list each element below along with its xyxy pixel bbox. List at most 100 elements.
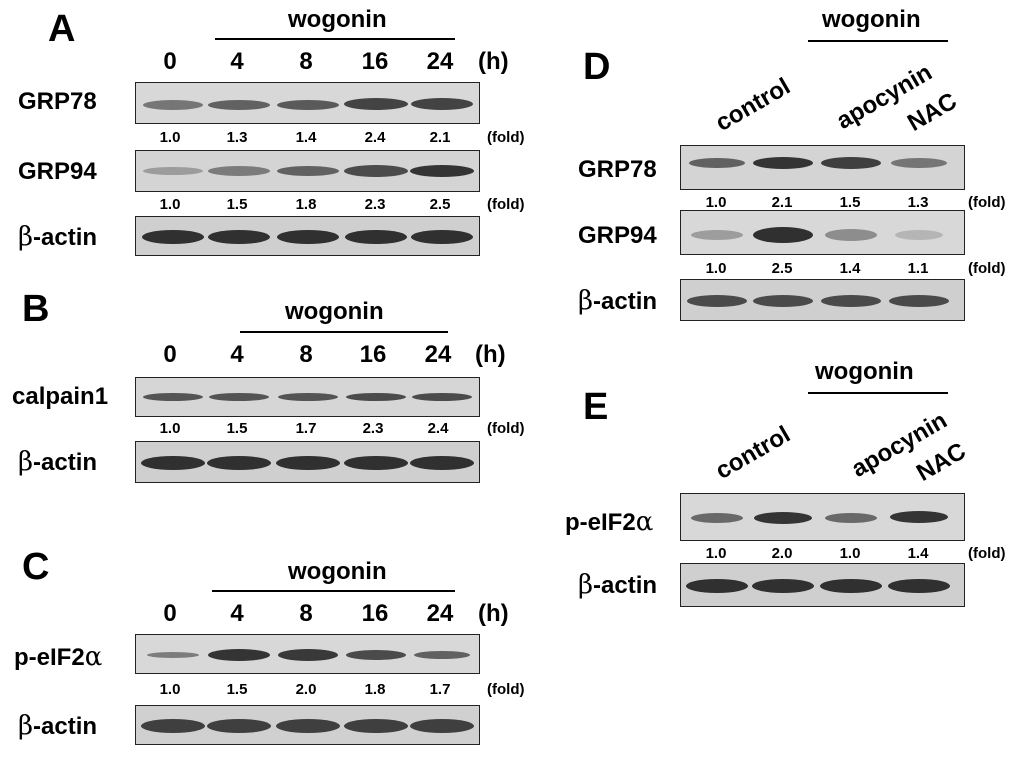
panel-d-condition-control: control (711, 72, 795, 137)
panel-e-peif2a-fold-nac: 1.4 (907, 545, 929, 562)
panel-b-row-label-actin: β-actin (18, 449, 97, 475)
panel-d-blot-grp94 (680, 210, 965, 255)
panel-d-blot-grp78 (680, 145, 965, 190)
panel-b-lane-4: 4 (230, 341, 244, 368)
actin-suffix: -actin (33, 449, 98, 476)
panel-b-calpain1-fold-0: 1.0 (159, 420, 181, 437)
panel-d-grp94-fold-nac: 1.1 (907, 260, 929, 277)
panel-b-calpain1-fold-24: 2.4 (427, 420, 449, 437)
panel-e-row-label-actin: β-actin (578, 572, 657, 598)
panel-e-treatment-bar (808, 392, 948, 394)
panel-letter-b: B (22, 288, 50, 330)
peif2-prefix: p-eIF2 (565, 509, 636, 536)
panel-b-lane-24: 24 (424, 341, 452, 368)
panel-a-grp94-fold-unit: (fold) (487, 196, 525, 213)
panel-c-lane-24: 24 (426, 600, 454, 627)
panel-b-calpain1-fold-unit: (fold) (487, 420, 525, 437)
panel-b-lane-8: 8 (299, 341, 313, 368)
panel-b-blot-actin (135, 441, 480, 483)
panel-a-grp94-fold-24: 2.5 (429, 196, 451, 213)
panel-c-peif2a-fold-0: 1.0 (159, 681, 181, 698)
panel-a-blot-grp94 (135, 150, 480, 192)
panel-a-grp78-fold-4: 1.3 (226, 129, 248, 146)
panel-d-treatment-bar (808, 40, 948, 42)
panel-a-blot-grp78 (135, 82, 480, 124)
panel-d-row-label-actin: β-actin (578, 288, 657, 314)
panel-e-peif2a-fold-apocynin: 1.0 (839, 545, 861, 562)
beta-symbol: β (578, 570, 594, 600)
actin-suffix: -actin (33, 224, 98, 251)
panel-a-row-label-grp94: GRP94 (18, 158, 97, 185)
panel-d-grp78-fold-apocynin: 1.5 (839, 194, 861, 211)
actin-suffix: -actin (593, 288, 658, 315)
panel-d-grp78-fold-nac: 1.3 (907, 194, 929, 211)
beta-symbol: β (18, 711, 34, 741)
panel-c-treatment-bar (212, 590, 455, 592)
panel-e-treatment-label: wogonin (815, 358, 914, 385)
panel-a-grp94-fold-8: 1.8 (295, 196, 317, 213)
panel-letter-c: C (22, 546, 50, 588)
panel-d-grp78-fold-control: 1.0 (705, 194, 727, 211)
panel-a-row-label-grp78: GRP78 (18, 88, 97, 115)
panel-e-blot-actin (680, 563, 965, 607)
panel-b-lane-0: 0 (163, 341, 177, 368)
panel-b-calpain1-fold-4: 1.5 (226, 420, 248, 437)
panel-e-row-label-peif2a: p-eIF2α (565, 509, 653, 535)
panel-c-peif2a-fold-16: 1.8 (364, 681, 386, 698)
panel-a-blot-actin (135, 216, 480, 256)
panel-b-hours-unit: (h) (475, 341, 506, 368)
panel-d-condition-nac: NAC (903, 87, 962, 137)
panel-c-lane-8: 8 (299, 600, 313, 627)
panel-a-grp78-fold-16: 2.4 (364, 129, 386, 146)
panel-a-lane-24: 24 (426, 48, 454, 75)
panel-c-lane-4: 4 (230, 600, 244, 627)
panel-c-lane-16: 16 (361, 600, 389, 627)
panel-a-treatment-label: wogonin (288, 6, 387, 33)
panel-a-hours-unit: (h) (478, 48, 509, 75)
panel-d-row-label-grp78: GRP78 (578, 156, 657, 183)
alpha-symbol: α (635, 507, 654, 537)
panel-c-row-label-actin: β-actin (18, 713, 97, 739)
panel-c-treatment-label: wogonin (288, 558, 387, 585)
panel-d-treatment-label: wogonin (822, 6, 921, 33)
panel-b-blot-calpain1 (135, 377, 480, 417)
panel-c-peif2a-fold-4: 1.5 (226, 681, 248, 698)
panel-c-lane-0: 0 (163, 600, 177, 627)
panel-c-peif2a-fold-unit: (fold) (487, 681, 525, 698)
panel-letter-a: A (48, 8, 76, 50)
panel-a-grp94-fold-0: 1.0 (159, 196, 181, 213)
peif2-prefix: p-eIF2 (14, 644, 85, 671)
panel-d-blot-actin (680, 279, 965, 321)
panel-d-row-label-grp94: GRP94 (578, 222, 657, 249)
panel-d-grp94-fold-control: 1.0 (705, 260, 727, 277)
panel-c-row-label-peif2a: p-eIF2α (14, 644, 102, 670)
panel-b-calpain1-fold-16: 2.3 (362, 420, 384, 437)
actin-suffix: -actin (33, 713, 98, 740)
beta-symbol: β (578, 286, 594, 316)
actin-suffix: -actin (593, 572, 658, 599)
panel-a-row-label-actin: β-actin (18, 224, 97, 250)
panel-letter-e: E (583, 386, 609, 428)
panel-a-lane-8: 8 (299, 48, 313, 75)
panel-b-treatment-label: wogonin (285, 298, 384, 325)
panel-a-lane-4: 4 (230, 48, 244, 75)
panel-b-treatment-bar (240, 331, 448, 333)
panel-e-condition-control: control (711, 420, 795, 485)
panel-c-peif2a-fold-24: 1.7 (429, 681, 451, 698)
panel-a-lane-0: 0 (163, 48, 177, 75)
panel-c-blot-peif2a (135, 634, 480, 674)
panel-a-grp78-fold-24: 2.1 (429, 129, 451, 146)
alpha-symbol: α (84, 642, 103, 672)
panel-a-grp94-fold-16: 2.3 (364, 196, 386, 213)
panel-e-peif2a-fold-unit: (fold) (968, 545, 1006, 562)
panel-d-grp94-fold-unit: (fold) (968, 260, 1006, 277)
panel-letter-d: D (583, 46, 611, 88)
panel-c-peif2a-fold-8: 2.0 (295, 681, 317, 698)
panel-d-grp78-fold-wogonin: 2.1 (771, 194, 793, 211)
panel-a-grp78-fold-unit: (fold) (487, 129, 525, 146)
beta-symbol: β (18, 222, 34, 252)
panel-e-peif2a-fold-wogonin: 2.0 (771, 545, 793, 562)
panel-d-grp78-fold-unit: (fold) (968, 194, 1006, 211)
panel-a-lane-16: 16 (361, 48, 389, 75)
panel-e-peif2a-fold-control: 1.0 (705, 545, 727, 562)
